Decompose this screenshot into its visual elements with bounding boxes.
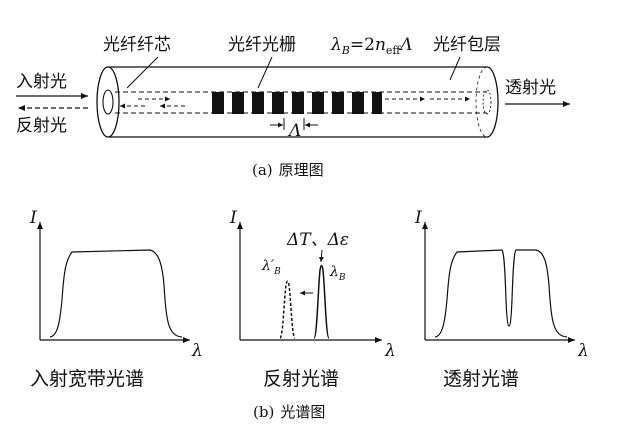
fiber-cylinder <box>96 66 499 138</box>
incident-spectrum-panel: I λ 入射宽带光谱 <box>29 208 203 390</box>
perturbation-arrow <box>318 249 324 263</box>
shifted-peak-curve <box>279 280 296 339</box>
grating-leader-line <box>257 56 273 89</box>
caption-a: (a)原理图 <box>252 161 324 179</box>
fiber-core-label: 光纤纤芯 <box>103 35 171 55</box>
y-axis-label: I <box>229 208 237 228</box>
transmitted-spectrum-panel: I λ 透射光谱 <box>414 208 589 390</box>
cladding-leader-line <box>449 56 461 81</box>
y-axis-label: I <box>29 208 37 228</box>
lambda-b-prime-label: λ′B <box>261 258 281 277</box>
broadband-curve <box>49 249 183 338</box>
grating-period-marker: Λ <box>270 118 318 141</box>
incident-light-label: 入射光 <box>16 72 67 92</box>
transmitted-light-label: 透射光 <box>505 78 556 98</box>
grating-bars <box>212 92 382 114</box>
bragg-formula: λB=2neffΛ <box>330 35 413 57</box>
fiber-cladding-label: 光纤包层 <box>433 35 501 55</box>
reflected-light-label: 反射光 <box>16 116 67 136</box>
reflected-spectrum-label: 反射光谱 <box>263 368 339 390</box>
shift-label: ΔT、Δε <box>286 230 349 250</box>
x-axis-label: λ <box>577 341 589 361</box>
bragg-peak-curve <box>313 264 330 339</box>
x-axis-label: λ <box>384 341 396 361</box>
caption-b: (b)光谱图 <box>253 403 325 421</box>
spectra-panels: I λ 入射宽带光谱 I λ ΔT、Δε λ′B λB 反射光谱 I λ <box>29 208 589 421</box>
incident-spectrum-label: 入射宽带光谱 <box>30 368 144 390</box>
x-axis-label: λ <box>191 341 203 361</box>
period-label: Λ <box>287 121 301 141</box>
y-axis-label: I <box>414 208 422 228</box>
principle-diagram: Λ 光纤纤芯 光纤光栅 光纤包层 λB=2neffΛ 入射光 反射光 透射光 (… <box>16 35 570 179</box>
reflected-spectrum-panel: I λ ΔT、Δε λ′B λB 反射光谱 <box>229 208 396 390</box>
core-leader-line <box>126 56 159 89</box>
lambda-b-label: λB <box>329 264 346 283</box>
transmitted-spectrum-label: 透射光谱 <box>443 368 519 390</box>
transmitted-curve <box>434 249 568 338</box>
fiber-grating-label: 光纤光栅 <box>228 35 296 55</box>
